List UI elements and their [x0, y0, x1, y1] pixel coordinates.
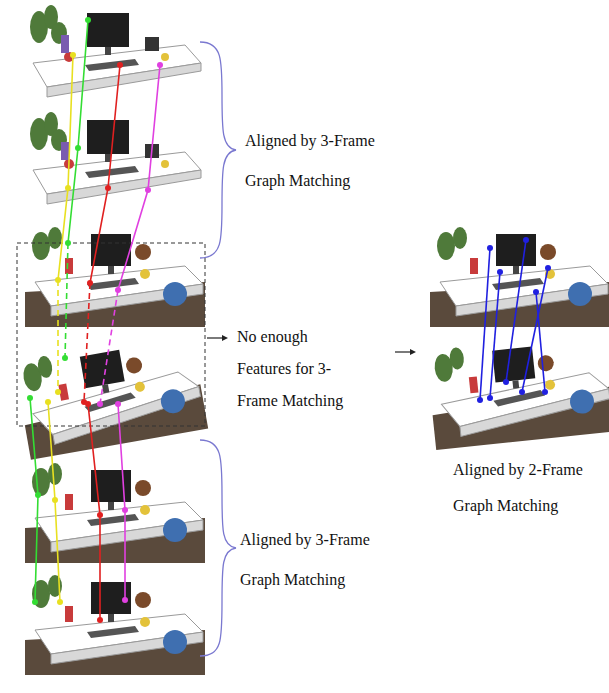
dashed-box: [17, 243, 205, 426]
correspondence-lines: [30, 20, 548, 620]
annotation-label: No enough Features for 3-Frame Matching: [237, 321, 355, 417]
annotation-label: Aligned by 3-Frame Graph Matching: [245, 121, 395, 201]
curly-bracket: [200, 42, 236, 656]
annotation-label: Aligned by 3-Frame Graph Matching: [240, 520, 390, 600]
feature-dots: [27, 17, 551, 623]
annotation-label: Aligned by 2-Frame Graph Matching: [453, 452, 603, 524]
point-cloud-frame: [14, 5, 609, 675]
